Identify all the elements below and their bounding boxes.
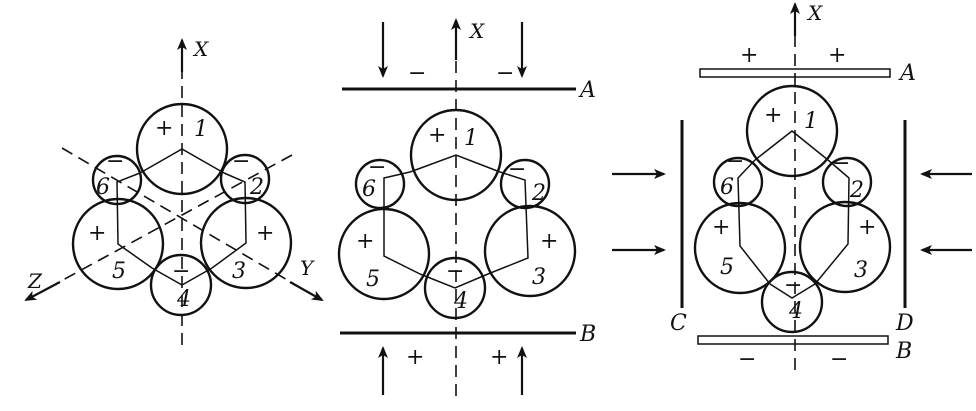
connector — [769, 283, 816, 299]
circle-number: 6 — [720, 175, 734, 200]
connector — [487, 171, 529, 275]
connector — [383, 171, 421, 275]
charge-sign: + — [764, 103, 782, 128]
circle-number: 6 — [96, 175, 110, 200]
circle-2 — [821, 156, 873, 208]
circle-2 — [499, 158, 551, 210]
panel-2: X A B − − + + 1 2 3 4 5 6 — [337, 18, 596, 396]
circle-6 — [712, 156, 764, 208]
charge-sign: + — [155, 116, 173, 141]
charge-sign: − — [172, 259, 190, 284]
plate-sign: + — [740, 43, 758, 68]
y-axis-line — [61, 147, 319, 299]
charge-sign: − — [784, 273, 802, 298]
circle-3 — [798, 200, 892, 294]
circle-number: 5 — [112, 259, 126, 284]
charge-sign: − — [232, 149, 250, 174]
connector — [409, 154, 501, 173]
connector — [737, 159, 771, 285]
y-axis-arrow — [289, 281, 324, 301]
circle-number: 3 — [232, 259, 246, 284]
plate-label: A — [578, 78, 596, 103]
charge-sign: − — [368, 155, 386, 180]
x-axis-label: X — [468, 19, 485, 43]
plate-sign: − — [496, 61, 514, 86]
plate-sign: + — [490, 345, 508, 370]
electrode-b — [697, 335, 889, 345]
circle-number: 2 — [531, 181, 546, 206]
charge-sign: + — [712, 215, 730, 240]
charge-sign: + — [540, 229, 558, 254]
plate-label: B — [579, 322, 596, 347]
plate-sign: − — [408, 61, 426, 86]
z-axis-label: Z — [27, 269, 43, 293]
panel-1: X Y Z 1 2 3 4 5 6 + − + − + − — [24, 37, 324, 345]
charge-sign: + — [256, 221, 274, 246]
circle-1 — [745, 84, 839, 178]
circle-1 — [135, 102, 229, 196]
connector — [419, 273, 489, 289]
circle-number: 6 — [362, 177, 376, 202]
circle-number: 2 — [849, 178, 864, 203]
charge-sign: + — [428, 123, 446, 148]
charge-sign: − — [106, 149, 124, 174]
z-axis-line — [29, 154, 293, 299]
plate-sign: + — [828, 43, 846, 68]
z-axis-arrow — [24, 281, 61, 301]
plate-label: C — [670, 311, 687, 336]
circle-4 — [423, 256, 487, 320]
circle-number: 5 — [366, 267, 380, 292]
plate-sign: − — [738, 347, 756, 372]
connector — [139, 148, 225, 174]
circle-number: 1 — [464, 126, 478, 151]
circle-6 — [354, 158, 406, 210]
connector — [814, 159, 850, 285]
circle-number: 4 — [453, 289, 468, 314]
circle-4 — [760, 270, 824, 334]
charge-sign: − — [832, 151, 850, 176]
circle-number: 1 — [194, 117, 208, 142]
electrode-a — [699, 68, 891, 78]
connector — [151, 267, 213, 286]
connector — [116, 172, 153, 269]
charge-sign: − — [446, 259, 464, 284]
plate-sign: + — [406, 345, 424, 370]
y-axis-label: Y — [300, 256, 315, 280]
circle-number: 1 — [804, 109, 818, 134]
plate-sign: − — [830, 347, 848, 372]
x-axis-label: X — [806, 1, 823, 25]
charge-sign: − — [726, 149, 744, 174]
charge-sign: + — [356, 229, 374, 254]
circle-number: 4 — [788, 299, 803, 324]
circle-number: 3 — [532, 265, 546, 290]
circle-number: 2 — [249, 175, 264, 200]
circle-number: 3 — [854, 258, 868, 283]
panel-3: X A B C D + + − − 1 2 3 — [612, 1, 972, 372]
plate-label: D — [895, 311, 914, 336]
plate-label: B — [895, 339, 912, 364]
circle-number: 4 — [176, 287, 191, 312]
circle-5 — [693, 201, 787, 295]
circle-1 — [409, 108, 503, 202]
connector — [211, 172, 247, 269]
x-axis-label: X — [192, 37, 209, 61]
charge-sign: + — [858, 215, 876, 240]
connector — [754, 130, 829, 161]
circle-3 — [483, 204, 577, 298]
circle-number: 5 — [720, 255, 734, 280]
plate-label: A — [898, 61, 916, 86]
charge-sign: − — [508, 157, 526, 182]
circle-4 — [149, 253, 213, 317]
charge-sign: + — [88, 221, 106, 246]
